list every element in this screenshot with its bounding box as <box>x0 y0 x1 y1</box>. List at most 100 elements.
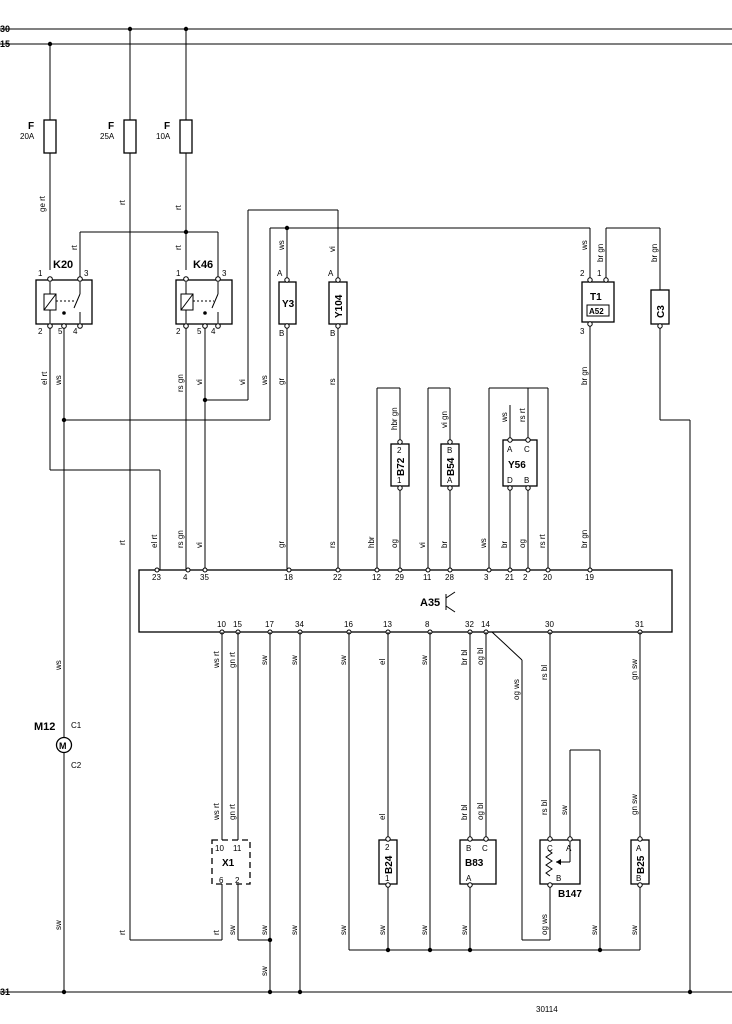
pin-label: 1 <box>176 269 181 278</box>
wire-color-label: ws <box>580 240 589 251</box>
wire-color-label: ws rt <box>212 802 221 821</box>
a35-pin-label: 2 <box>523 573 528 582</box>
a35-pin-label: 20 <box>543 573 552 582</box>
pin-label: 3 <box>580 327 585 336</box>
a35-pin-label: 21 <box>505 573 514 582</box>
sensor-b24: 2 1 B24 <box>378 836 398 888</box>
wire-color-label: br gn <box>596 244 605 262</box>
a35-pin-label: 18 <box>284 573 293 582</box>
fuse-rating: 25A <box>100 132 115 141</box>
wire-color-label: gr <box>277 541 286 548</box>
component-name: Y56 <box>508 460 526 471</box>
wire-color-label: rs rt <box>518 407 527 422</box>
a35-pin-terminal <box>447 567 453 573</box>
wire-color-label: hbr <box>367 536 376 548</box>
wire-color-label: sw <box>630 925 639 935</box>
drawing-number: 30114 <box>536 1005 558 1014</box>
a35-pin-label: 4 <box>183 573 188 582</box>
fuse-f25a: F 25A rt rt rt <box>100 29 137 940</box>
pin-label: B <box>466 844 471 853</box>
pin-label: 2 <box>176 327 181 336</box>
wire-color-label: ge rt <box>38 195 47 212</box>
a35-pin-terminal <box>486 567 492 573</box>
pin-label: C1 <box>71 721 82 730</box>
relay-k20: K20 1 3 2 5 4 <box>35 259 93 336</box>
component-name: B72 <box>396 457 407 476</box>
pin-label: A <box>277 269 283 278</box>
wire-color-label: og bl <box>476 802 485 820</box>
pin-label: A <box>466 874 472 883</box>
wire-color-label: rt <box>174 244 183 250</box>
a35-pin-terminal <box>507 567 513 573</box>
wire-color-label: ws <box>500 412 509 423</box>
wire-color-label: sw <box>260 655 269 665</box>
component-name: C3 <box>656 305 667 318</box>
component-name: A35 <box>420 597 440 609</box>
wire-color-label: ws <box>54 375 63 386</box>
component-name: Y3 <box>282 299 295 310</box>
pin-label: B <box>279 329 284 338</box>
a35-pin-label: 17 <box>265 620 274 629</box>
pin-label: C <box>524 445 530 454</box>
pin-label: B <box>330 329 335 338</box>
a35-pin-terminal <box>335 567 341 573</box>
wire-color-label: sw <box>460 925 469 935</box>
component-name: X1 <box>222 858 235 869</box>
a35-pin-label: 10 <box>217 620 226 629</box>
a35-pin-terminal <box>185 567 191 573</box>
pin-label: 2 <box>38 327 43 336</box>
wire-color-label: ws <box>260 375 269 386</box>
valve-y3: A B Y3 gr gr <box>277 269 297 570</box>
wire-color-label: sw <box>339 655 348 665</box>
connector-x1: 10 11 6 2 X1 <box>211 839 251 885</box>
wire-color-label: sw <box>260 925 269 935</box>
pin-label: 1 <box>38 269 43 278</box>
wire-color-label: rt <box>118 199 127 205</box>
a35-pin-label: 31 <box>635 620 644 629</box>
fuse-label: F <box>108 121 114 132</box>
a35-pin-terminal <box>525 567 531 573</box>
wire-color-label: vi <box>195 542 204 548</box>
wire-color-label: rt <box>174 204 183 210</box>
a35-pin-label: 22 <box>333 573 342 582</box>
wire-color-label: gn sw <box>630 794 639 815</box>
wire-color-label: rs gn <box>176 374 185 392</box>
pin-label: B <box>447 446 452 455</box>
a35-pin-label: 3 <box>484 573 489 582</box>
pin-label: 11 <box>233 844 242 853</box>
a35-pin-terminal <box>397 567 403 573</box>
motor-icon <box>55 736 73 754</box>
relay-name: K46 <box>193 259 213 271</box>
rail-31-label: 31 <box>0 987 10 997</box>
wire-color-label: rt <box>118 539 127 545</box>
wire-color-label: og <box>518 539 527 548</box>
pin-label: 1 <box>597 269 602 278</box>
lower-wires: sw ws rt gn rt ws rt gn rt rt sw sw sw s… <box>54 631 641 995</box>
pin-label: 3 <box>84 269 89 278</box>
wire-color-label: sw <box>420 655 429 665</box>
pin-label: C <box>482 844 488 853</box>
wire-color-label: ws <box>479 538 488 549</box>
pin-label: 10 <box>215 844 224 853</box>
wire-color-label: gn rt <box>228 803 237 820</box>
pin-label: C2 <box>71 761 82 770</box>
wire-color-label: rs bl <box>540 665 549 680</box>
wire-color-label: vi gn <box>440 411 449 428</box>
wire-color-label: gr <box>277 378 286 385</box>
pin-label: B <box>556 874 561 883</box>
wire-color-label: rt <box>118 929 127 935</box>
pin-label: 2 <box>235 876 240 885</box>
transformer-t1: 2 1 3 T1 A52 br gn br gn <box>580 269 615 570</box>
pin-label: 4 <box>73 327 78 336</box>
wire-color-label: vi <box>195 379 204 385</box>
wire-color-label: og bl <box>476 647 485 665</box>
wire-color-label: br gn <box>650 244 659 262</box>
pin-label: 1 <box>397 476 402 485</box>
wire-color-label: sw <box>590 925 599 935</box>
wire-color-label: vi <box>418 542 427 548</box>
wire-color-label: br gn <box>580 367 589 385</box>
component-name: B25 <box>636 855 647 874</box>
wire-color-label: rt <box>212 929 221 935</box>
a35-pin-terminal <box>202 567 208 573</box>
